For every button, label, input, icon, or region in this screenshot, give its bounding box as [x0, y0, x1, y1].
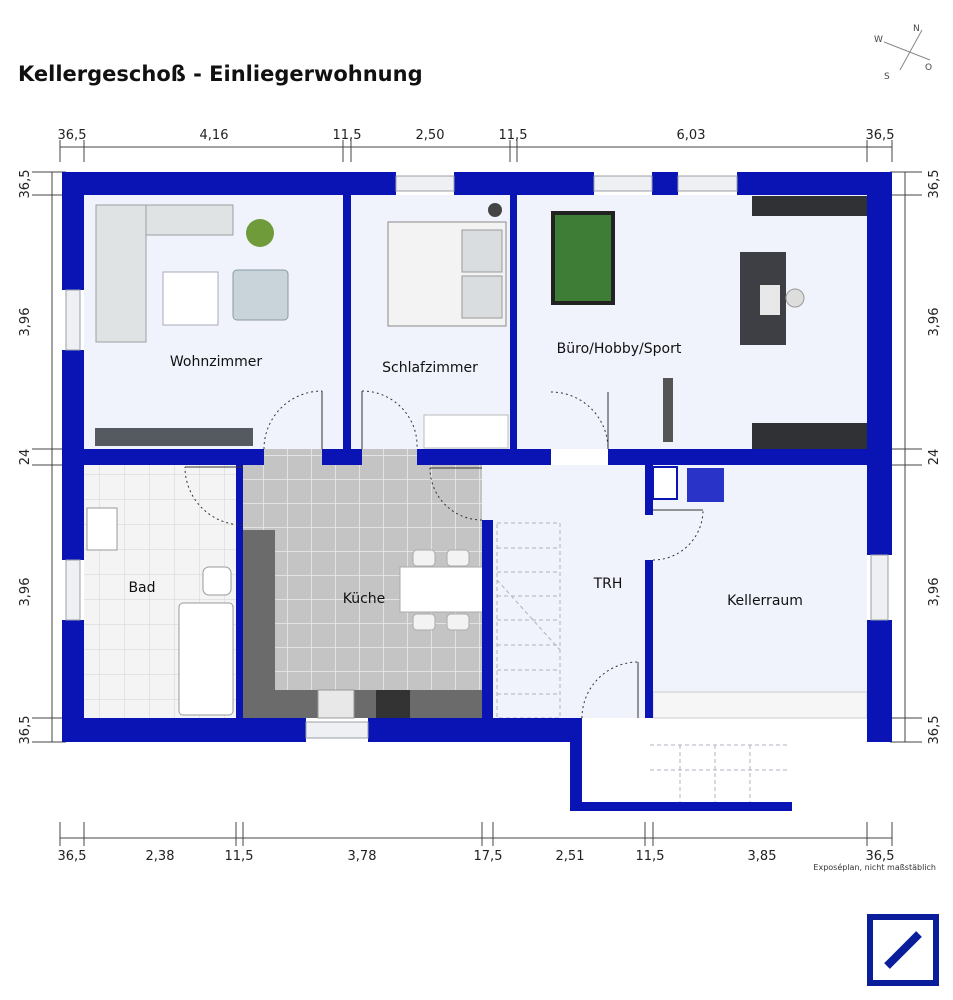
compass-o: O [925, 63, 932, 73]
window-icon [65, 559, 81, 621]
compass-s: S [884, 72, 890, 82]
plan-note: Exposéplan, nicht maßstäblich [813, 862, 936, 872]
washer-icon [652, 466, 678, 500]
doors [184, 390, 704, 719]
room-label-bad: Bad [128, 580, 155, 596]
dim-right-3: 24 [927, 449, 942, 466]
window-icon [65, 289, 81, 351]
dim-left-5: 36,5 [18, 716, 33, 745]
room-label-trh: TRH [593, 576, 623, 592]
dim-top-4: 2,50 [416, 128, 445, 143]
dim-top-1: 36,5 [58, 128, 87, 143]
room-label-kueche: Küche [343, 591, 386, 607]
bathtub-icon [178, 602, 234, 716]
plant-icon [246, 219, 274, 247]
dim-bottom-3: 11,5 [225, 849, 254, 864]
dim-right-1: 36,5 [927, 170, 942, 199]
exercise-bike-icon [663, 378, 673, 442]
dim-right-5: 36,5 [927, 716, 942, 745]
coffee-table-icon [162, 271, 219, 326]
tv-board-icon [95, 428, 253, 446]
dim-bottom-7: 11,5 [636, 849, 665, 864]
dim-bottom-5: 17,5 [474, 849, 503, 864]
dim-bottom-8: 3,85 [748, 849, 777, 864]
stove-icon [376, 690, 410, 718]
boiler-icon [687, 468, 724, 502]
dim-left-2: 3,96 [18, 308, 33, 337]
dim-bottom-9: 36,5 [866, 849, 895, 864]
dim-left-3: 24 [18, 449, 33, 466]
window-icon [305, 721, 369, 739]
illustration-credit: illustration©immoGrafik [793, 727, 867, 734]
dim-bottom-4: 3,78 [348, 849, 377, 864]
window-icon [395, 175, 455, 192]
lamp-icon [488, 203, 502, 217]
dim-right-2: 3,96 [927, 308, 942, 337]
office-chair-icon [785, 288, 805, 308]
compass: N W O S [874, 24, 932, 82]
room-label-kellerraum: Kellerraum [727, 593, 803, 609]
windows [65, 175, 889, 739]
room-label-buero: Büro/Hobby/Sport [557, 341, 682, 357]
foosball-table-icon [551, 211, 615, 305]
dim-top-2: 4,16 [200, 128, 229, 143]
dim-left-4: 3,96 [18, 578, 33, 607]
walls [62, 172, 892, 811]
window-icon [677, 175, 738, 192]
dim-top-3: 11,5 [333, 128, 362, 143]
dim-top-6: 6,03 [677, 128, 706, 143]
window-icon [593, 175, 653, 192]
bench-icon [752, 423, 867, 449]
storage-shelf-icon [652, 691, 868, 719]
dim-left-1: 36,5 [18, 170, 33, 199]
kitchen-sink-icon [317, 689, 355, 719]
dimension-lines [32, 140, 922, 846]
kitchen-counter-icon [243, 530, 275, 718]
furniture [86, 196, 868, 719]
dim-top-7: 36,5 [866, 128, 895, 143]
compass-n: N [913, 24, 920, 34]
dim-right-4: 3,96 [927, 578, 942, 607]
compass-w: W [874, 35, 883, 45]
dim-bottom-6: 2,51 [556, 849, 585, 864]
toilet-icon [202, 566, 232, 596]
dining-table-icon [399, 566, 489, 613]
dim-bottom-2: 2,38 [146, 849, 175, 864]
shelf-icon [752, 196, 867, 216]
armchair-icon [232, 269, 289, 321]
page-title: Kellergeschoß - Einliegerwohnung [18, 62, 423, 86]
dim-top-5: 11,5 [499, 128, 528, 143]
bank-logo-icon [867, 914, 939, 986]
room-label-wohnzimmer: Wohnzimmer [170, 354, 262, 370]
window-icon [870, 554, 889, 621]
sink-icon [86, 507, 118, 551]
room-label-schlafzimmer: Schlafzimmer [382, 360, 478, 376]
dim-bottom-1: 36,5 [58, 849, 87, 864]
room-labels: Wohnzimmer Schlafzimmer Büro/Hobby/Sport… [128, 341, 802, 609]
wardrobe-icon [423, 414, 509, 449]
dimension-labels: 36,5 4,16 11,5 2,50 11,5 6,03 36,5 36,5 … [18, 128, 942, 864]
